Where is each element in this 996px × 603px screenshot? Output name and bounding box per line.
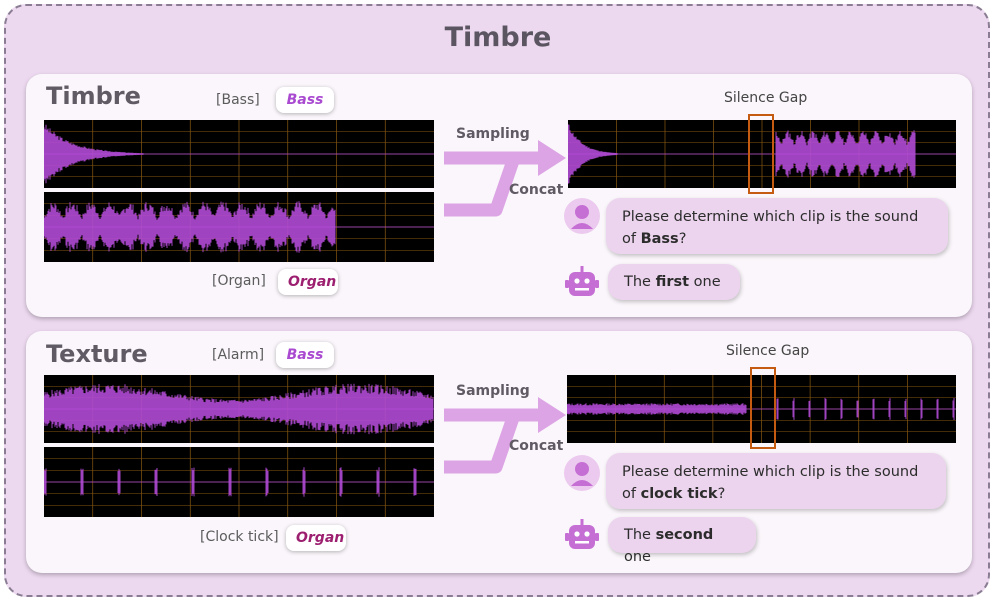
sampling-label: Sampling xyxy=(456,383,530,399)
clock-waveform-svg xyxy=(44,447,434,517)
concat-waveform-svg xyxy=(568,120,956,188)
texture-panel: Texture [Alarm] Bass [Clock tick] Organ … xyxy=(26,331,972,573)
answer-prefix: The xyxy=(624,527,651,543)
clip2-tag: Organ xyxy=(278,269,338,295)
question-text: Please determine which clip is the sound… xyxy=(622,209,919,247)
sampling-concat-arrow xyxy=(444,140,566,217)
sampling-label: Sampling xyxy=(456,126,530,142)
answer-bold: first xyxy=(655,274,690,290)
sampling-concat-arrow xyxy=(444,397,566,474)
concat-label: Concat xyxy=(509,182,564,198)
silence-gap-marker xyxy=(750,367,776,449)
panel-title: Timbre xyxy=(46,82,141,110)
silence-gap-marker xyxy=(748,114,774,194)
user-avatar-icon xyxy=(564,455,600,491)
question-target: clock tick xyxy=(640,486,718,502)
clip2-label: [Organ] xyxy=(212,273,266,289)
question-text: Please determine which clip is the sound… xyxy=(622,464,919,502)
alarm-waveform-svg xyxy=(44,375,434,443)
panel-title: Texture xyxy=(46,340,148,368)
answer-bold: second xyxy=(655,527,714,543)
concat-label: Concat xyxy=(509,438,564,454)
robot-icon xyxy=(565,519,599,549)
answer-suffix: one xyxy=(624,549,651,565)
clip2-waveform xyxy=(44,447,434,517)
clip1-label: [Alarm] xyxy=(212,347,265,363)
organ-waveform-svg xyxy=(44,192,434,262)
clip2-label: [Clock tick] xyxy=(200,529,279,545)
question-bubble: Please determine which clip is the sound… xyxy=(606,198,948,254)
silence-gap-label: Silence Gap xyxy=(726,343,810,359)
answer-suffix: one xyxy=(693,274,721,290)
question-bubble: Please determine which clip is the sound… xyxy=(606,453,946,509)
main-title: Timbre xyxy=(444,22,552,53)
answer-prefix: The xyxy=(624,274,651,290)
clip1-tag: Bass xyxy=(276,87,334,113)
concat-waveform xyxy=(568,120,956,188)
clip1-tag: Bass xyxy=(276,342,334,368)
question-suffix: ? xyxy=(678,231,687,247)
clip1-label: [Bass] xyxy=(216,92,260,108)
answer-bubble: The first one xyxy=(608,264,740,300)
concat-waveform xyxy=(567,375,956,443)
clip2-tag: Organ xyxy=(286,525,346,551)
clip1-waveform xyxy=(44,120,434,188)
bass-waveform-svg xyxy=(44,120,434,188)
user-avatar-icon xyxy=(564,198,600,234)
silence-gap-label: Silence Gap xyxy=(724,90,808,106)
concat-waveform-svg xyxy=(567,375,956,443)
clip2-waveform xyxy=(44,192,434,262)
robot-icon xyxy=(565,266,599,296)
question-suffix: ? xyxy=(717,486,726,502)
clip1-waveform xyxy=(44,375,434,443)
timbre-panel: Timbre [Bass] Bass [Organ] Organ Samplin… xyxy=(26,74,972,317)
question-target: Bass xyxy=(640,231,679,247)
answer-bubble: The second one xyxy=(608,517,756,565)
